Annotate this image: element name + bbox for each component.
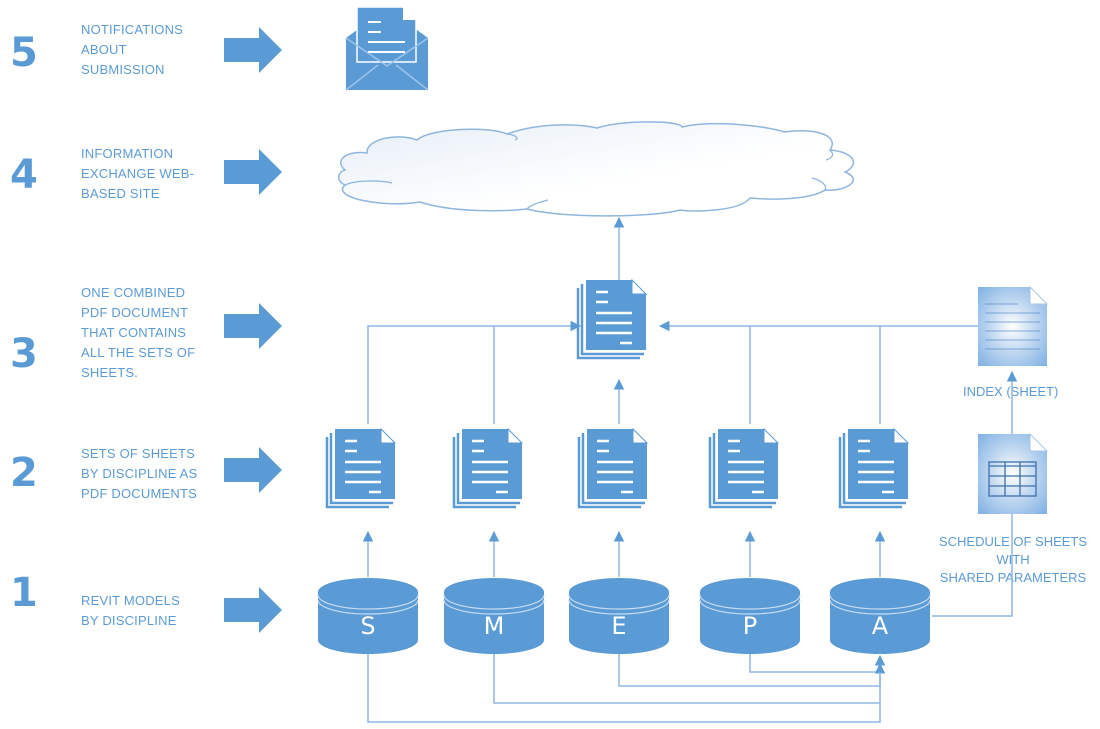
step-arrows bbox=[224, 27, 282, 633]
schedule-label-line: WITH bbox=[996, 552, 1030, 567]
revit-model-label: A bbox=[872, 612, 889, 640]
step-1-line: BY DISCIPLINE bbox=[81, 613, 177, 628]
schedule-label-line: SHARED PARAMETERS bbox=[939, 570, 1087, 585]
revit-model-label: P bbox=[743, 612, 757, 640]
revit-model-s-cylinder: S bbox=[317, 578, 419, 654]
pdf-set-s-icon bbox=[325, 427, 397, 509]
revit-model-label: M bbox=[484, 612, 505, 640]
step-4-line: INFORMATION bbox=[81, 146, 174, 161]
step-5-arrow-icon bbox=[224, 27, 282, 73]
step-3-line: THAT CONTAINS bbox=[81, 325, 187, 340]
step-2-line: BY DISCIPLINE AS bbox=[81, 466, 198, 481]
step-4-arrow-icon bbox=[224, 149, 282, 195]
combined-pdf-icon bbox=[576, 278, 648, 360]
step-number-2: 2 bbox=[10, 450, 38, 496]
connector-model-m-to-a bbox=[493, 648, 880, 704]
step-2-line: SETS OF SHEETS bbox=[81, 446, 196, 461]
pdf-set-e-icon bbox=[577, 427, 649, 509]
connector-model-s-to-a bbox=[367, 648, 881, 723]
connectors bbox=[362, 216, 1018, 723]
step-3-line: ONE COMBINED bbox=[81, 285, 186, 300]
step-number-4: 4 bbox=[10, 152, 38, 198]
index-sheet-label: INDEX (SHEET) bbox=[963, 384, 1059, 399]
step-5-line: ABOUT bbox=[81, 42, 127, 57]
step-description-5: NOTIFICATIONS ABOUT SUBMISSION bbox=[81, 20, 221, 80]
step-2-arrow-icon bbox=[224, 447, 282, 493]
step-3-line: ALL THE SETS OF bbox=[81, 345, 196, 360]
step-description-2: SETS OF SHEETS BY DISCIPLINE AS PDF DOCU… bbox=[81, 444, 221, 504]
connector-s-to-combined bbox=[367, 320, 582, 424]
step-description-4: INFORMATION EXCHANGE WEB- BASED SITE bbox=[81, 144, 221, 204]
revit-model-p-cylinder: P bbox=[699, 578, 801, 654]
revit-model-label: S bbox=[360, 612, 375, 640]
pdf-set-p-icon bbox=[708, 427, 780, 509]
pdf-set-m-icon bbox=[452, 427, 524, 509]
table-document-icon bbox=[978, 432, 1049, 514]
schedule-label: SCHEDULE OF SHEETS WITH SHARED PARAMETER… bbox=[937, 533, 1089, 587]
step-5-line: SUBMISSION bbox=[81, 62, 165, 77]
step-description-3: ONE COMBINED PDF DOCUMENT THAT CONTAINS … bbox=[81, 283, 221, 383]
step-4-line: EXCHANGE WEB- bbox=[81, 166, 195, 181]
revit-model-label: E bbox=[611, 612, 626, 640]
open-envelope-icon bbox=[345, 6, 429, 91]
step-3-line: SHEETS. bbox=[81, 365, 139, 380]
cloud-icon bbox=[337, 121, 855, 217]
schedule-label-line: SCHEDULE OF SHEETS bbox=[938, 534, 1088, 549]
step-1-arrow-icon bbox=[224, 587, 282, 633]
index-sheet-icon bbox=[978, 285, 1049, 366]
connector-model-a-to-schedule bbox=[932, 498, 1018, 617]
pdf-set-a-icon bbox=[838, 427, 910, 509]
revit-model-e-cylinder: E bbox=[568, 578, 670, 654]
step-number-1: 1 bbox=[10, 570, 38, 616]
step-number-3: 3 bbox=[10, 331, 38, 377]
step-3-line: PDF DOCUMENT bbox=[81, 305, 189, 320]
step-3-arrow-icon bbox=[224, 303, 282, 349]
step-4-line: BASED SITE bbox=[81, 186, 160, 201]
step-number-5: 5 bbox=[10, 30, 38, 76]
step-1-line: REVIT MODELS bbox=[81, 593, 180, 608]
step-5-line: NOTIFICATIONS bbox=[81, 22, 184, 37]
revit-model-m-cylinder: M bbox=[443, 578, 545, 654]
step-description-1: REVIT MODELS BY DISCIPLINE bbox=[81, 591, 221, 631]
revit-model-a-cylinder: A bbox=[829, 578, 931, 654]
step-2-line: PDF DOCUMENTS bbox=[81, 486, 197, 501]
